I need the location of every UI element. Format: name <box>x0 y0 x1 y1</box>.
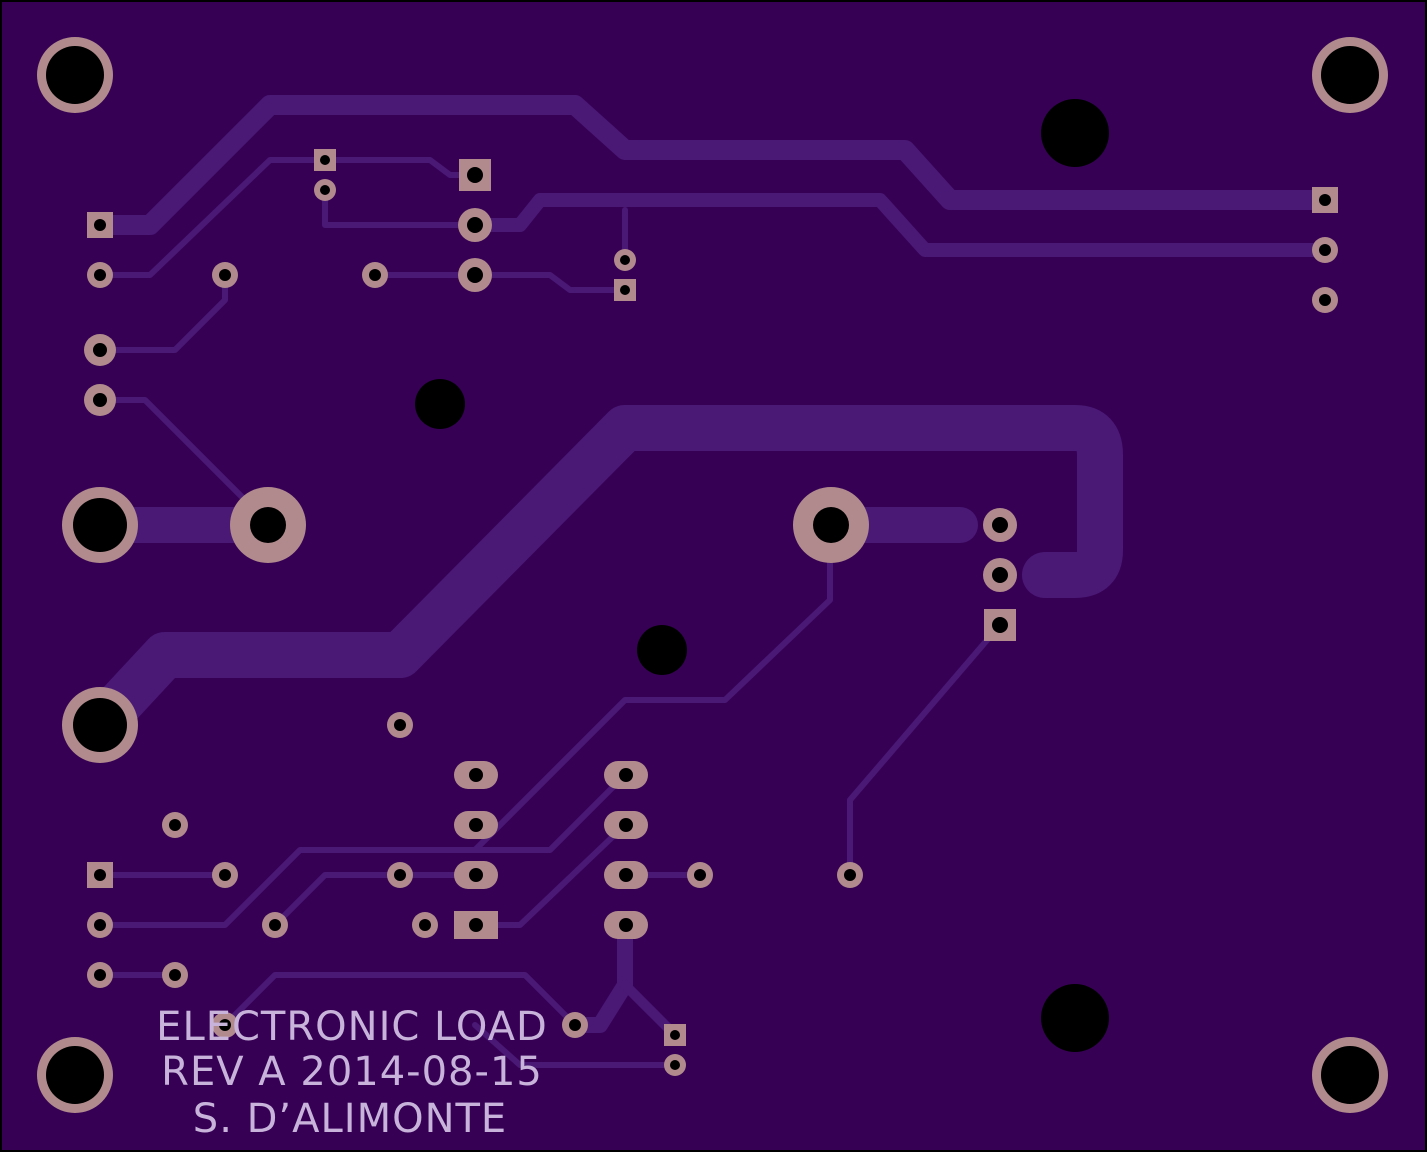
pad-375-275 <box>362 262 388 288</box>
pad-475-275 <box>458 258 492 292</box>
pad-100-975 <box>87 962 113 988</box>
terminal-pad-left-upper <box>62 487 138 563</box>
pad-225-875 <box>212 862 238 888</box>
square-pad-475-175 <box>459 159 491 191</box>
ic-pin-7 <box>604 861 648 889</box>
pad-475-225 <box>458 208 492 242</box>
square-pad-100-225 <box>87 212 113 238</box>
pad-275-925 <box>262 912 288 938</box>
square-pad-625-290 <box>614 279 636 301</box>
ic-pin-6 <box>604 811 648 839</box>
mounting-hole-bottom-left <box>37 1037 113 1113</box>
mounting-hole-top-left <box>37 37 113 113</box>
pad-850-875 <box>837 862 863 888</box>
trace-sig-10 <box>97 772 628 928</box>
drill-4 <box>1041 984 1109 1052</box>
pad-675-1065 <box>664 1054 686 1076</box>
trace-power-main <box>77 405 1123 748</box>
trace-sig-15 <box>222 972 578 1028</box>
unplated-drills <box>415 99 1109 1052</box>
ic-pin-2 <box>454 861 498 889</box>
pad-400-875 <box>387 862 413 888</box>
pad-425-925 <box>412 912 438 938</box>
pad-175-975 <box>162 962 188 988</box>
pad-1325-250 <box>1312 237 1338 263</box>
drill-2 <box>415 379 465 429</box>
pad-1000-525 <box>983 508 1017 542</box>
trace-sig-1 <box>97 157 478 278</box>
square-pad-675-1035 <box>664 1024 686 1046</box>
pad-100-275 <box>87 262 113 288</box>
terminal-pad-left-lower <box>62 687 138 763</box>
trace-sig-2 <box>322 187 478 228</box>
pad-1325-300 <box>1312 287 1338 313</box>
square-pad-325-160 <box>314 149 336 171</box>
mounting-hole-bottom-right <box>1312 1037 1388 1113</box>
ic-pin-1 <box>454 911 498 939</box>
pad-325-190 <box>314 179 336 201</box>
ic-pin-8 <box>604 911 648 939</box>
pad-575-1025 <box>562 1012 588 1038</box>
pad-700-875 <box>687 862 713 888</box>
pad-400-725 <box>387 712 413 738</box>
trace-top-2 <box>468 193 1332 257</box>
square-pad-100-875 <box>87 862 113 888</box>
ic-pin-4 <box>454 761 498 789</box>
pad-100-350 <box>84 334 116 366</box>
silkscreen-revision: REV A 2014-08-15 <box>161 1049 543 1095</box>
ic-pin-5 <box>604 761 648 789</box>
square-pad-1325-200 <box>1312 187 1338 213</box>
drill-3 <box>637 625 687 675</box>
square-pads <box>87 149 1338 1046</box>
mounting-hole-top-right <box>1312 37 1388 113</box>
terminal-pad-right <box>793 487 869 563</box>
silkscreen-text: ELECTRONIC LOAD REV A 2014-08-15 S. D’AL… <box>156 1004 548 1142</box>
trace-sig-11 <box>272 872 478 928</box>
terminal-pads <box>62 487 869 763</box>
mounting-holes <box>37 37 1388 1113</box>
silkscreen-title: ELECTRONIC LOAD <box>156 1004 548 1050</box>
pad-100-400 <box>84 384 116 416</box>
trace-sig-3 <box>372 272 628 293</box>
trace-sig-8 <box>847 622 1003 878</box>
terminal-pad-mid <box>230 487 306 563</box>
silkscreen-author: S. D’ALIMONTE <box>193 1096 507 1142</box>
trace-sig-7 <box>472 522 833 853</box>
drill-1 <box>1041 99 1109 167</box>
pad-100-925 <box>87 912 113 938</box>
round-pads <box>84 179 1338 1076</box>
ic-pin-3 <box>454 811 498 839</box>
pad-225-1025 <box>212 1012 238 1038</box>
ic-dip8-footprint <box>454 761 648 939</box>
square-pad-1000-625 <box>984 609 1016 641</box>
pad-175-825 <box>162 812 188 838</box>
pad-225-275 <box>212 262 238 288</box>
pad-625-260 <box>614 249 636 271</box>
pad-1000-575 <box>983 558 1017 592</box>
trace-top-1 <box>90 95 1335 235</box>
trace-sig-16 <box>472 1022 678 1068</box>
